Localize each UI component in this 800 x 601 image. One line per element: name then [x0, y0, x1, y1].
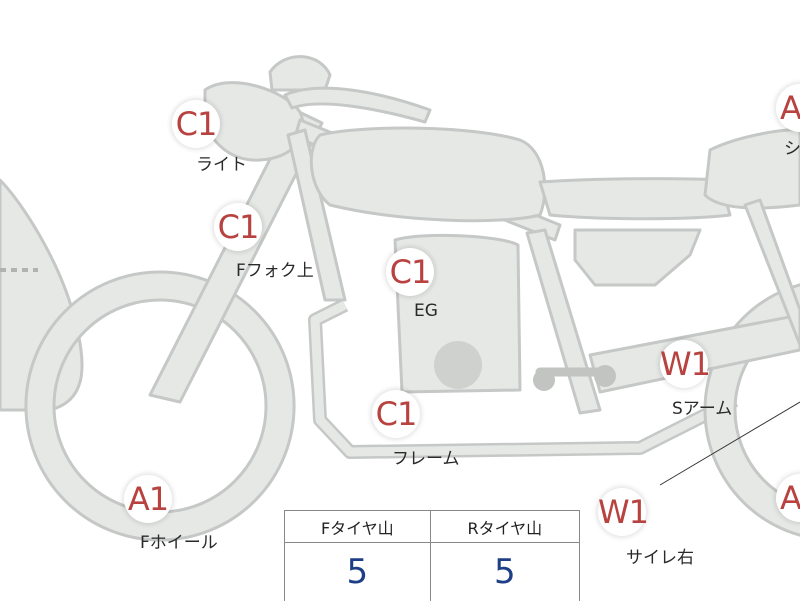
grade-marker-light: C1 — [172, 100, 220, 148]
engine-cover — [434, 341, 482, 389]
part-label-engine: EG — [414, 301, 438, 321]
rear-tire-tread-value: 5 — [430, 543, 579, 601]
rear-tire-tread-header: Rタイヤ山 — [430, 511, 579, 543]
part-label-seat: シ — [784, 134, 800, 159]
grade-marker-swing-arm: W1 — [660, 340, 708, 388]
part-label-muffler-right: サイレ右 — [626, 543, 694, 568]
grade-marker-front-wheel: A1 — [124, 475, 172, 523]
side-cover — [575, 230, 700, 285]
part-label-light: ライト — [196, 150, 247, 175]
fuel-tank — [311, 128, 545, 221]
part-label-front-wheel: Fホイール — [140, 528, 218, 553]
part-label-frame: フレーム — [392, 444, 460, 469]
seat — [540, 179, 730, 219]
grade-marker-fork-upper: C1 — [214, 203, 262, 251]
part-label-fork-upper: Fフォク上 — [236, 256, 314, 281]
grade-marker-frame: C1 — [372, 390, 420, 438]
meter — [270, 57, 330, 90]
grade-marker-engine: C1 — [386, 248, 434, 296]
part-label-swing-arm: Sアーム — [672, 394, 732, 419]
grade-marker-rear-wheel: A — [776, 474, 800, 522]
front-tire-tread-header: Fタイヤ山 — [285, 511, 431, 543]
tire-tread-table: Fタイヤ山 Rタイヤ山 5 5 — [284, 510, 580, 601]
grade-marker-muffler-right: W1 — [598, 488, 646, 536]
front-tire-tread-value: 5 — [285, 543, 431, 601]
grade-marker-seat: A — [776, 84, 800, 132]
